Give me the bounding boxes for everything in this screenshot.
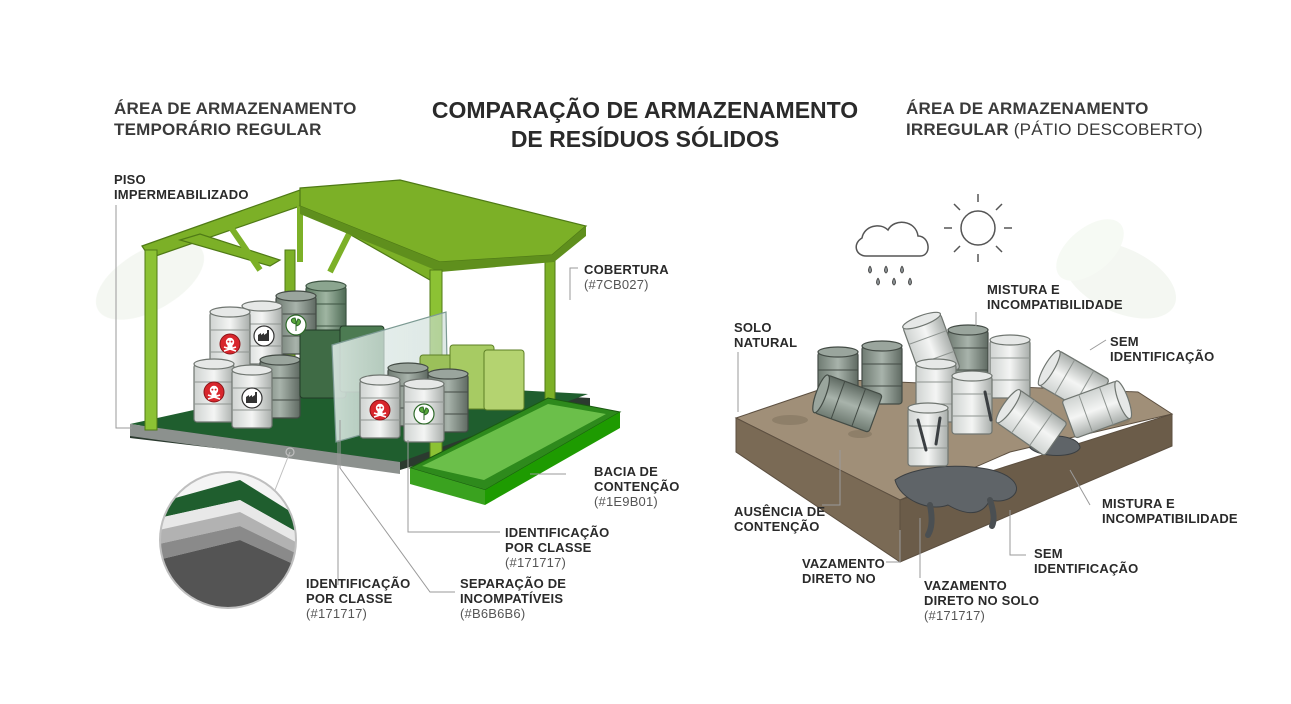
label-separacao-incompativeis: SEPARAÇÃO DE INCOMPATÍVEIS (#B6B6B6) (460, 576, 567, 621)
regular-section-line-1: ÁREA DE ARMAZENAMENTO (114, 99, 357, 118)
label-cobertura: COBERTURA (#7CB027) (584, 262, 669, 292)
containment-basin (408, 397, 622, 505)
irregular-section-bold: IRREGULAR (906, 120, 1009, 139)
rain-cloud-icon (855, 221, 929, 286)
label-piso-impermeabilizado: PISO IMPERMEABILIZADO (114, 172, 249, 202)
label-identificacao-classe-2: IDENTIFICAÇÃO POR CLASSE (#171717) (306, 576, 411, 621)
label-bacia-contencao: BACIA DE CONTENÇÃO (#1E9B01) (594, 464, 680, 509)
label-identificacao-classe-1: IDENTIFICAÇÃO POR CLASSE (#171717) (505, 525, 610, 570)
page-title-line-1: COMPARAÇÃO DE ARMAZENAMENTO (431, 97, 859, 123)
label-ausencia-contencao: AUSÊNCIA DE CONTENÇÃO (734, 504, 826, 534)
left-leader-lines (115, 205, 578, 593)
magnifier-inset-icon (159, 447, 297, 609)
irregular-storage-illustration (734, 194, 1174, 578)
regular-section-heading: ÁREA DE ARMAZENAMENTO TEMPORÁRIO REGULAR (114, 98, 357, 140)
right-leader-lines (737, 312, 1107, 578)
irregular-section-light: (PÁTIO DESCOBERTO) (1013, 120, 1203, 139)
label-mistura-top: MISTURA E INCOMPATIBILIDADE (987, 282, 1123, 312)
sun-icon (944, 194, 1012, 262)
regular-section-line-2: TEMPORÁRIO REGULAR (114, 120, 322, 139)
label-mistura-bottom: MISTURA E INCOMPATIBILIDADE (1102, 496, 1238, 526)
label-solo-natural: SOLO NATURAL (734, 320, 798, 350)
label-vazamento-2: VAZAMENTO DIRETO NO SOLO (#171717) (924, 578, 1040, 623)
regular-storage-illustration (115, 179, 622, 609)
irregular-section-heading: ÁREA DE ARMAZENAMENTO IRREGULAR (PÁTIO D… (906, 98, 1203, 140)
label-sem-identificacao-bottom: SEM IDENTIFICAÇÃO (1034, 546, 1139, 576)
label-vazamento-1: VAZAMENTO DIRETO NO (802, 556, 885, 586)
label-sem-identificacao-top: SEM IDENTIFICAÇÃO (1110, 334, 1215, 364)
irregular-section-line-1: ÁREA DE ARMAZENAMENTO (906, 99, 1149, 118)
page-title-line-2: DE RESÍDUOS SÓLIDOS (510, 126, 780, 152)
page-title: COMPARAÇÃO DE ARMAZENAMENTO DE RESÍDUOS … (415, 96, 875, 154)
